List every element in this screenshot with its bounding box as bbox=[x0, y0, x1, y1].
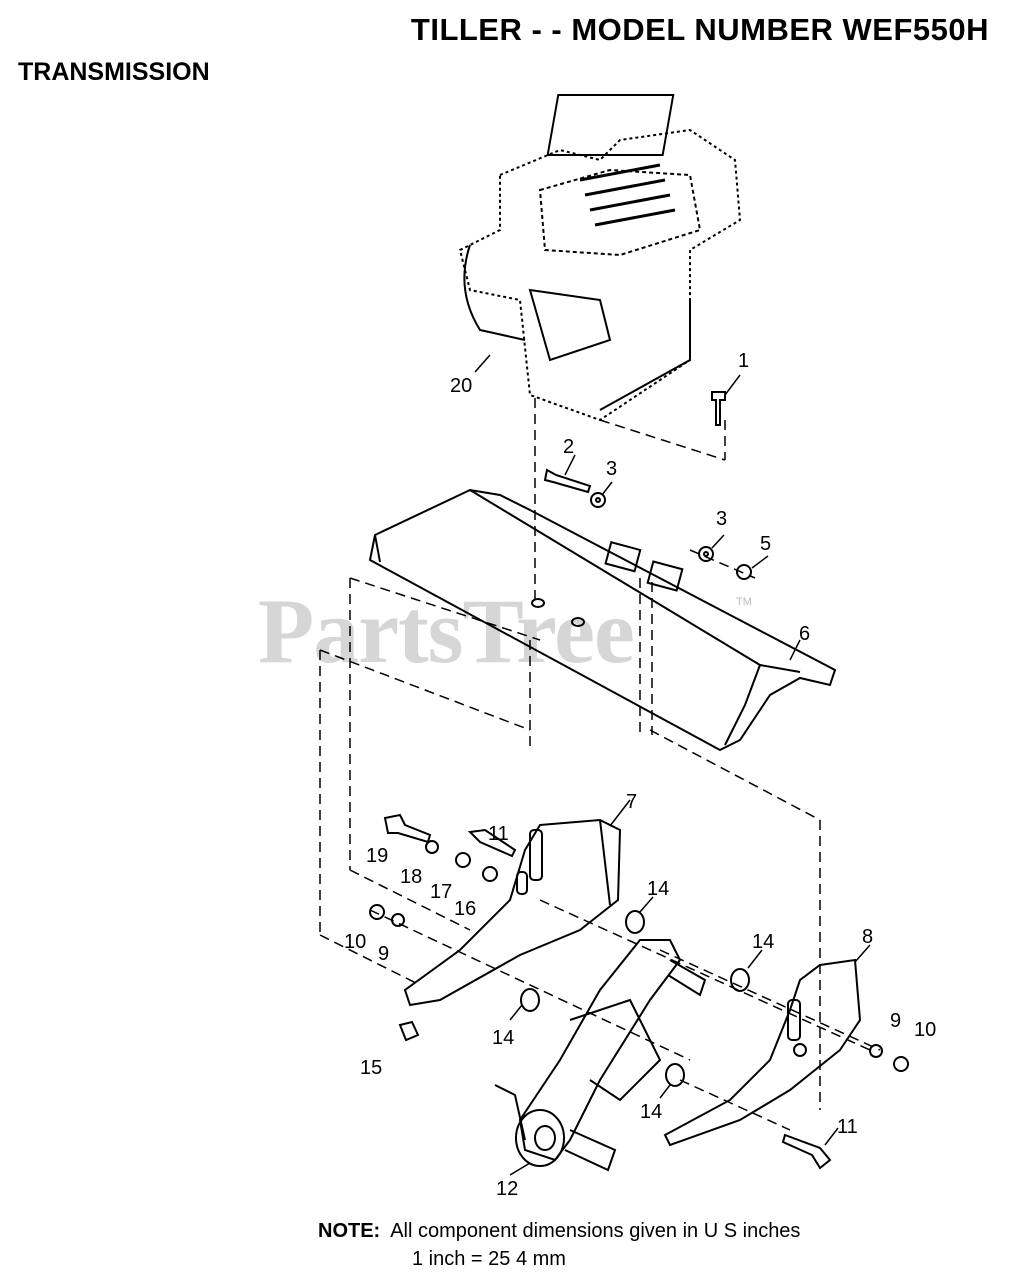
transmission-housing-drawing bbox=[494, 939, 707, 1172]
callout-9a: 9 bbox=[378, 943, 389, 965]
note-line-1: All component dimensions given in U S in… bbox=[390, 1220, 801, 1242]
callout-16: 16 bbox=[454, 898, 476, 920]
callout-labels: 1 2 3 3 5 6 7 8 9 9 10 10 11 11 12 14 14… bbox=[344, 350, 936, 1200]
callout-11a: 11 bbox=[488, 823, 509, 845]
callout-18: 18 bbox=[400, 866, 422, 888]
tine-shield-drawing bbox=[368, 488, 837, 752]
callout-14a: 14 bbox=[647, 878, 669, 900]
watermark-trademark: TM bbox=[736, 596, 752, 608]
callout-10a: 10 bbox=[344, 931, 366, 953]
note-label: NOTE: bbox=[318, 1220, 381, 1242]
section-title: TRANSMISSION bbox=[18, 58, 210, 86]
callout-17: 17 bbox=[430, 881, 452, 903]
callout-3a: 3 bbox=[606, 458, 617, 480]
callout-2: 2 bbox=[563, 436, 574, 458]
callout-5: 5 bbox=[760, 533, 771, 555]
callout-14b: 14 bbox=[752, 931, 774, 953]
left-side-plate-drawing bbox=[403, 818, 622, 1007]
callout-10b: 10 bbox=[914, 1019, 936, 1041]
callout-6: 6 bbox=[799, 623, 810, 645]
callout-19: 19 bbox=[366, 845, 388, 867]
right-side-plate-drawing bbox=[663, 958, 862, 1147]
callout-14c: 14 bbox=[492, 1027, 514, 1049]
callout-7: 7 bbox=[626, 791, 637, 813]
callout-1: 1 bbox=[738, 350, 749, 372]
alignment-lines bbox=[319, 398, 881, 1131]
callout-15: 15 bbox=[360, 1057, 382, 1079]
callout-9b: 9 bbox=[890, 1010, 901, 1032]
callout-11b: 11 bbox=[837, 1116, 858, 1138]
callout-12: 12 bbox=[496, 1178, 518, 1200]
note-line-2: 1 inch = 25 4 mm bbox=[412, 1248, 566, 1270]
page-title: TILLER - - MODEL NUMBER WEF550H bbox=[410, 12, 989, 47]
callout-20: 20 bbox=[450, 375, 472, 397]
callout-14d: 14 bbox=[640, 1101, 662, 1123]
engine-drawing bbox=[458, 94, 742, 422]
callout-8: 8 bbox=[862, 926, 873, 948]
note-text: NOTE: All component dimensions given in U… bbox=[318, 1220, 800, 1243]
callout-3b: 3 bbox=[716, 508, 727, 530]
